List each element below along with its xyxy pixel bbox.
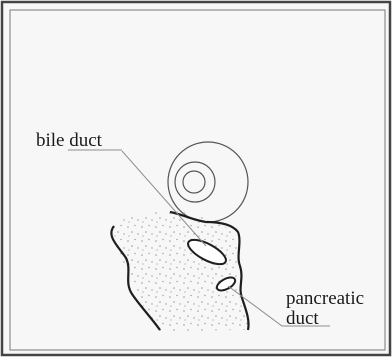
bile-duct-label: bile duct	[36, 130, 103, 151]
pancreatic-duct-label-line2: duct	[286, 308, 319, 329]
pancreatic-duct-label-line1: pancreatic	[286, 288, 364, 309]
